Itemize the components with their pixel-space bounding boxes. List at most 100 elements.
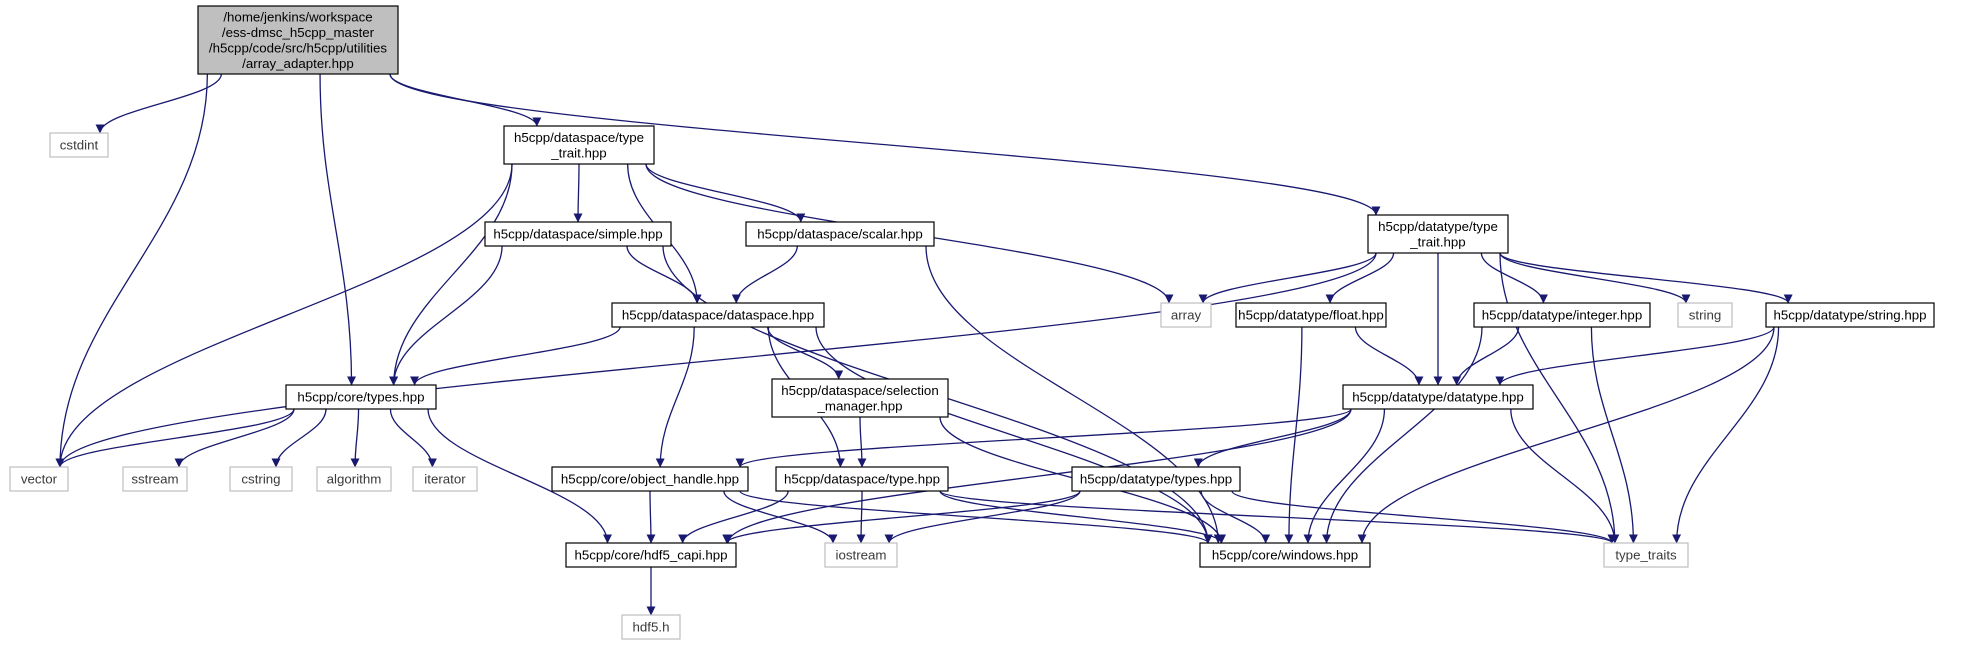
edge-dt-types-to-type-traits: [1231, 490, 1617, 544]
node-label: iostream: [836, 548, 887, 563]
node-label: /h5cpp/code/src/h5cpp/utilities: [209, 40, 387, 55]
edge-dt-integer-to-dt-datatype: [1452, 326, 1520, 386]
edge-ds-selection-manager-to-ds-type: [857, 416, 867, 468]
node-label: iterator: [424, 472, 466, 487]
node-label: h5cpp/dataspace/simple.hpp: [493, 227, 662, 242]
node-dt-datatype[interactable]: h5cpp/datatype/datatype.hpp: [1342, 384, 1534, 410]
edge-core-object-handle-to-iostream: [723, 490, 838, 544]
edge-core-object-handle-to-core-hdf5-capi: [646, 490, 656, 544]
edge-core-object-handle-to-core-windows: [739, 490, 1213, 544]
dependency-edges: [55, 73, 1793, 616]
node-dt-types[interactable]: h5cpp/datatype/types.hpp: [1071, 466, 1241, 492]
node-label: h5cpp/dataspace/scalar.hpp: [757, 227, 923, 242]
edge-ds-dataspace-to-core-types: [410, 326, 621, 386]
node-label: h5cpp/datatype/integer.hpp: [1482, 308, 1642, 323]
node-label: array: [1171, 308, 1202, 323]
node-label: h5cpp/dataspace/selection: [781, 383, 938, 398]
edge-dt-type-trait-to-string: [1499, 252, 1691, 304]
edge-ds-type-to-iostream: [856, 490, 866, 544]
edge-dt-datatype-to-dt-types: [1193, 408, 1352, 468]
edge-core-types-to-vector: [55, 408, 295, 468]
edge-dt-float-to-core-windows: [1284, 326, 1303, 544]
edge-dt-integer-to-core-windows: [1322, 326, 1483, 544]
node-label: h5cpp/datatype/string.hpp: [1773, 308, 1926, 323]
node-ds-scalar[interactable]: h5cpp/dataspace/scalar.hpp: [745, 221, 935, 247]
header-nodes: /home/jenkins/workspace/ess-dmsc_h5cpp_m…: [9, 5, 1935, 640]
edge-ds-simple-to-core-types: [389, 245, 503, 386]
node-ds-simple[interactable]: h5cpp/dataspace/simple.hpp: [484, 221, 672, 247]
node-dt-type-trait[interactable]: h5cpp/datatype/type_trait.hpp: [1367, 214, 1509, 254]
edge-ds-type-trait-to-ds-simple: [573, 163, 583, 223]
edge-dt-datatype-to-core-hdf5-capi: [723, 408, 1352, 544]
node-core-object-handle[interactable]: h5cpp/core/object_handle.hpp: [551, 466, 749, 492]
node-iterator: iterator: [412, 466, 478, 492]
edge-dt-string-to-type-traits: [1672, 326, 1780, 544]
node-label: h5cpp/datatype/types.hpp: [1080, 472, 1232, 487]
node-ds-dataspace[interactable]: h5cpp/dataspace/dataspace.hpp: [611, 302, 825, 328]
node-label: string: [1689, 308, 1722, 323]
node-label: h5cpp/core/object_handle.hpp: [561, 472, 739, 487]
node-core-hdf5-capi[interactable]: h5cpp/core/hdf5_capi.hpp: [565, 542, 737, 568]
node-cstring: cstring: [229, 466, 293, 492]
edge-dt-string-to-dt-datatype: [1495, 326, 1775, 386]
edge-dt-datatype-to-core-object-handle: [735, 408, 1352, 468]
edge-core-types-to-core-hdf5-capi: [427, 408, 612, 544]
edge-dt-datatype-to-core-windows: [1303, 408, 1386, 544]
node-type-traits: type_traits: [1603, 542, 1689, 568]
edge-dt-integer-to-type-traits: [1590, 326, 1638, 544]
node-label: h5cpp/dataspace/dataspace.hpp: [622, 308, 814, 323]
edge-dt-type-trait-to-vector: [55, 252, 1377, 468]
edge-dt-types-to-core-hdf5-capi: [722, 490, 1081, 544]
node-dt-string[interactable]: h5cpp/datatype/string.hpp: [1765, 302, 1935, 328]
node-vector: vector: [9, 466, 69, 492]
edge-dt-type-trait-to-type-traits: [1499, 252, 1620, 544]
node-label: h5cpp/core/windows.hpp: [1212, 548, 1358, 563]
node-ds-type[interactable]: h5cpp/dataspace/type.hpp: [775, 466, 949, 492]
node-core-types[interactable]: h5cpp/core/types.hpp: [285, 384, 437, 410]
node-label: type_traits: [1615, 548, 1677, 563]
node-dt-float[interactable]: h5cpp/datatype/float.hpp: [1235, 302, 1387, 328]
edge-ds-scalar-to-ds-dataspace: [731, 245, 798, 304]
edge-core-types-to-sstream: [174, 408, 295, 468]
node-hdf5-h: hdf5.h: [621, 614, 681, 640]
node-label: /home/jenkins/workspace: [223, 9, 372, 24]
node-sstream: sstream: [122, 466, 188, 492]
node-label: sstream: [131, 472, 178, 487]
node-ds-type-trait[interactable]: h5cpp/dataspace/type_trait.hpp: [503, 125, 655, 165]
node-ds-selection-manager[interactable]: h5cpp/dataspace/selection_manager.hpp: [771, 378, 949, 418]
node-label: /array_adapter.hpp: [242, 56, 354, 71]
edge-ds-dataspace-to-core-object-handle: [655, 326, 695, 468]
edge-dt-type-trait-to-dt-string: [1499, 252, 1793, 304]
edge-dt-type-trait-to-array: [1198, 252, 1377, 304]
node-dt-integer[interactable]: h5cpp/datatype/integer.hpp: [1473, 302, 1651, 328]
node-label: h5cpp/datatype/float.hpp: [1238, 308, 1384, 323]
edge-dt-types-to-core-windows: [1200, 490, 1271, 544]
edge-core-types-to-algorithm: [350, 408, 360, 468]
node-core-windows[interactable]: h5cpp/core/windows.hpp: [1199, 542, 1371, 568]
edge-ds-type-to-type-traits: [939, 490, 1617, 544]
edge-dt-type-trait-to-dt-integer: [1480, 252, 1548, 304]
node-cstdint: cstdint: [49, 132, 109, 158]
node-label: cstring: [241, 472, 280, 487]
node-array-adapter[interactable]: /home/jenkins/workspace/ess-dmsc_h5cpp_m…: [197, 5, 399, 75]
edge-ds-simple-to-ds-dataspace: [626, 245, 702, 304]
node-label: h5cpp/core/types.hpp: [297, 390, 424, 405]
edge-core-types-to-cstring: [271, 408, 327, 468]
edge-ds-type-trait-to-ds-scalar: [645, 163, 806, 223]
node-label: h5cpp/dataspace/type: [514, 130, 644, 145]
edge-ds-type-to-core-hdf5-capi: [678, 490, 789, 544]
node-label: h5cpp/core/hdf5_capi.hpp: [574, 548, 727, 563]
node-array: array: [1160, 302, 1212, 328]
node-label: hdf5.h: [633, 620, 670, 635]
node-label: _trait.hpp: [1409, 234, 1465, 249]
edge-dt-type-trait-to-dt-float: [1325, 252, 1395, 304]
edge-array-adapter-to-cstdint: [95, 73, 222, 134]
edge-ds-type-to-core-windows: [939, 490, 1226, 544]
node-label: _manager.hpp: [816, 398, 902, 413]
node-label: h5cpp/dataspace/type.hpp: [784, 472, 940, 487]
node-label: vector: [21, 472, 58, 487]
node-label: cstdint: [60, 138, 99, 153]
edge-array-adapter-to-vector: [55, 73, 208, 468]
edge-dt-types-to-iostream: [884, 490, 1081, 544]
